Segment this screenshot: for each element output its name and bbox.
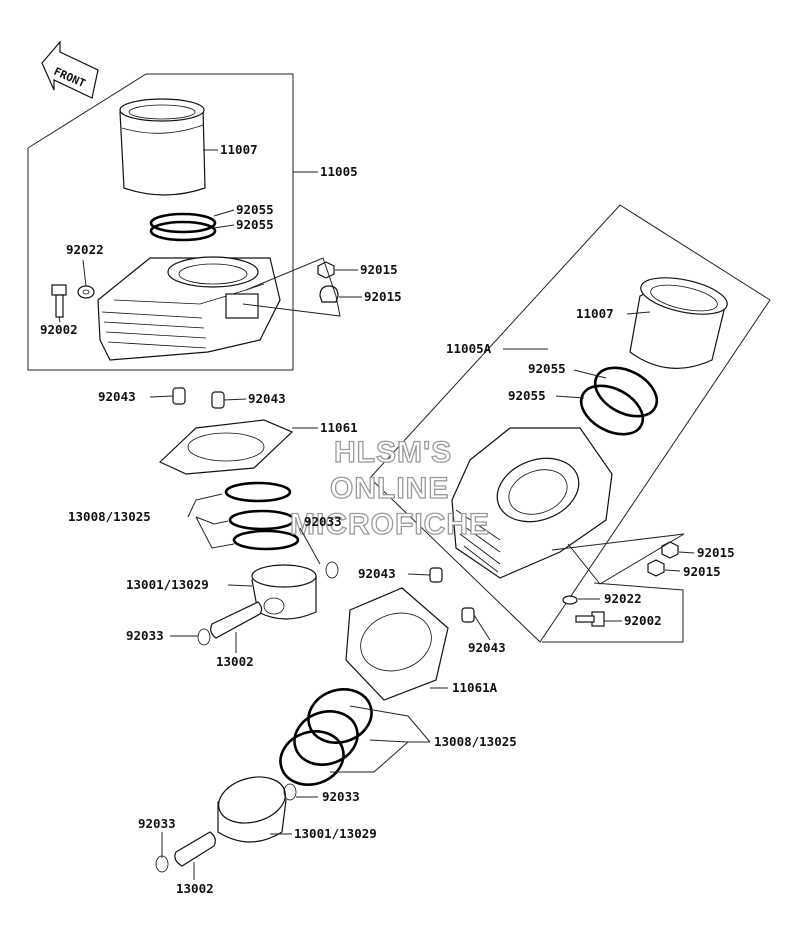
label-92043-front-right: 92043 xyxy=(248,391,286,406)
watermark-line-3: MICROFICHE xyxy=(290,508,490,541)
dowel-pin-icon-rear-a xyxy=(429,567,443,583)
bolt-icon-front xyxy=(51,284,67,318)
bolt-icon-rear xyxy=(575,611,605,627)
front-arrow-icon: FRONT xyxy=(41,40,99,99)
washer-icon-front xyxy=(77,285,95,299)
label-13002-rear: 13002 xyxy=(176,881,214,896)
label-92043-front-left: 92043 xyxy=(98,389,136,404)
label-13008-front: 13008/13025 xyxy=(68,509,151,524)
label-13001-front: 13001/13029 xyxy=(126,577,209,592)
cylinder-block-rear xyxy=(451,427,613,579)
label-92055-a: 92055 xyxy=(236,202,274,217)
label-92022-front: 92022 xyxy=(66,242,104,257)
dowel-pin-icon-front-left xyxy=(172,387,186,405)
label-92033-front-right: 92033 xyxy=(304,514,342,529)
label-92015-a: 92015 xyxy=(360,262,398,277)
label-92033-rear-right: 92033 xyxy=(322,789,360,804)
part-labels: 11007 11005 92055 92055 92022 92002 9201… xyxy=(40,142,735,896)
label-11005: 11005 xyxy=(320,164,358,179)
circlip-icon-rear-right xyxy=(283,783,297,801)
piston-front xyxy=(251,564,317,620)
leader-lines xyxy=(58,149,695,880)
piston-ring-set-rear xyxy=(279,688,373,786)
label-92015-d: 92015 xyxy=(683,564,721,579)
circlip-icon-front-right xyxy=(325,561,339,579)
piston-pin-rear xyxy=(174,831,216,867)
label-92002-rear: 92002 xyxy=(624,613,662,628)
label-92002-front: 92002 xyxy=(40,322,78,337)
label-13001-rear: 13001/13029 xyxy=(294,826,377,841)
label-11007-front: 11007 xyxy=(220,142,258,157)
label-92043-rear-a: 92043 xyxy=(358,566,396,581)
watermark-line-1: HLSM'S xyxy=(334,436,452,469)
washer-icon-rear xyxy=(562,595,578,605)
cylinder-block-front xyxy=(97,256,281,361)
watermark: HLSM'S ONLINE MICROFICHE xyxy=(289,435,490,541)
label-92043-rear-b: 92043 xyxy=(468,640,506,655)
cylinder-sleeve-front xyxy=(119,98,206,196)
nut-icon-rear-a xyxy=(661,541,679,559)
label-11007-rear: 11007 xyxy=(576,306,614,321)
label-92055-b: 92055 xyxy=(236,217,274,232)
label-11005A: 11005A xyxy=(446,341,492,356)
head-gasket-front xyxy=(158,419,294,475)
head-gasket-rear xyxy=(345,587,449,701)
piston-pin-front xyxy=(210,601,263,639)
nut-icon-front-a xyxy=(317,261,335,279)
label-13008-rear: 13008/13025 xyxy=(434,734,517,749)
label-92055-d: 92055 xyxy=(508,388,546,403)
label-13002-front: 13002 xyxy=(216,654,254,669)
label-92015-b: 92015 xyxy=(364,289,402,304)
label-11061: 11061 xyxy=(320,420,358,435)
label-92033-rear-left: 92033 xyxy=(138,816,176,831)
dowel-pin-icon-front-right xyxy=(211,391,225,409)
oring-pair-rear xyxy=(579,366,659,436)
dowel-pin-icon-rear-b xyxy=(461,607,475,623)
piston-ring-set-front xyxy=(224,481,300,551)
circlip-icon-rear-left xyxy=(155,855,169,873)
label-92015-c: 92015 xyxy=(697,545,735,560)
piston-rear xyxy=(217,776,287,843)
label-92055-c: 92055 xyxy=(528,361,566,376)
label-11061A: 11061A xyxy=(452,680,498,695)
oring-pair-front xyxy=(149,212,217,242)
watermark-line-2: ONLINE xyxy=(330,472,449,505)
label-92033-front-left: 92033 xyxy=(126,628,164,643)
assembly-box-front xyxy=(27,73,294,371)
label-92022-rear: 92022 xyxy=(604,591,642,606)
cylinder-sleeve-rear xyxy=(629,277,728,369)
assembly-box-rear xyxy=(369,204,771,643)
circlip-icon-front-left xyxy=(197,628,211,646)
nut-icon-rear-b xyxy=(647,559,665,577)
